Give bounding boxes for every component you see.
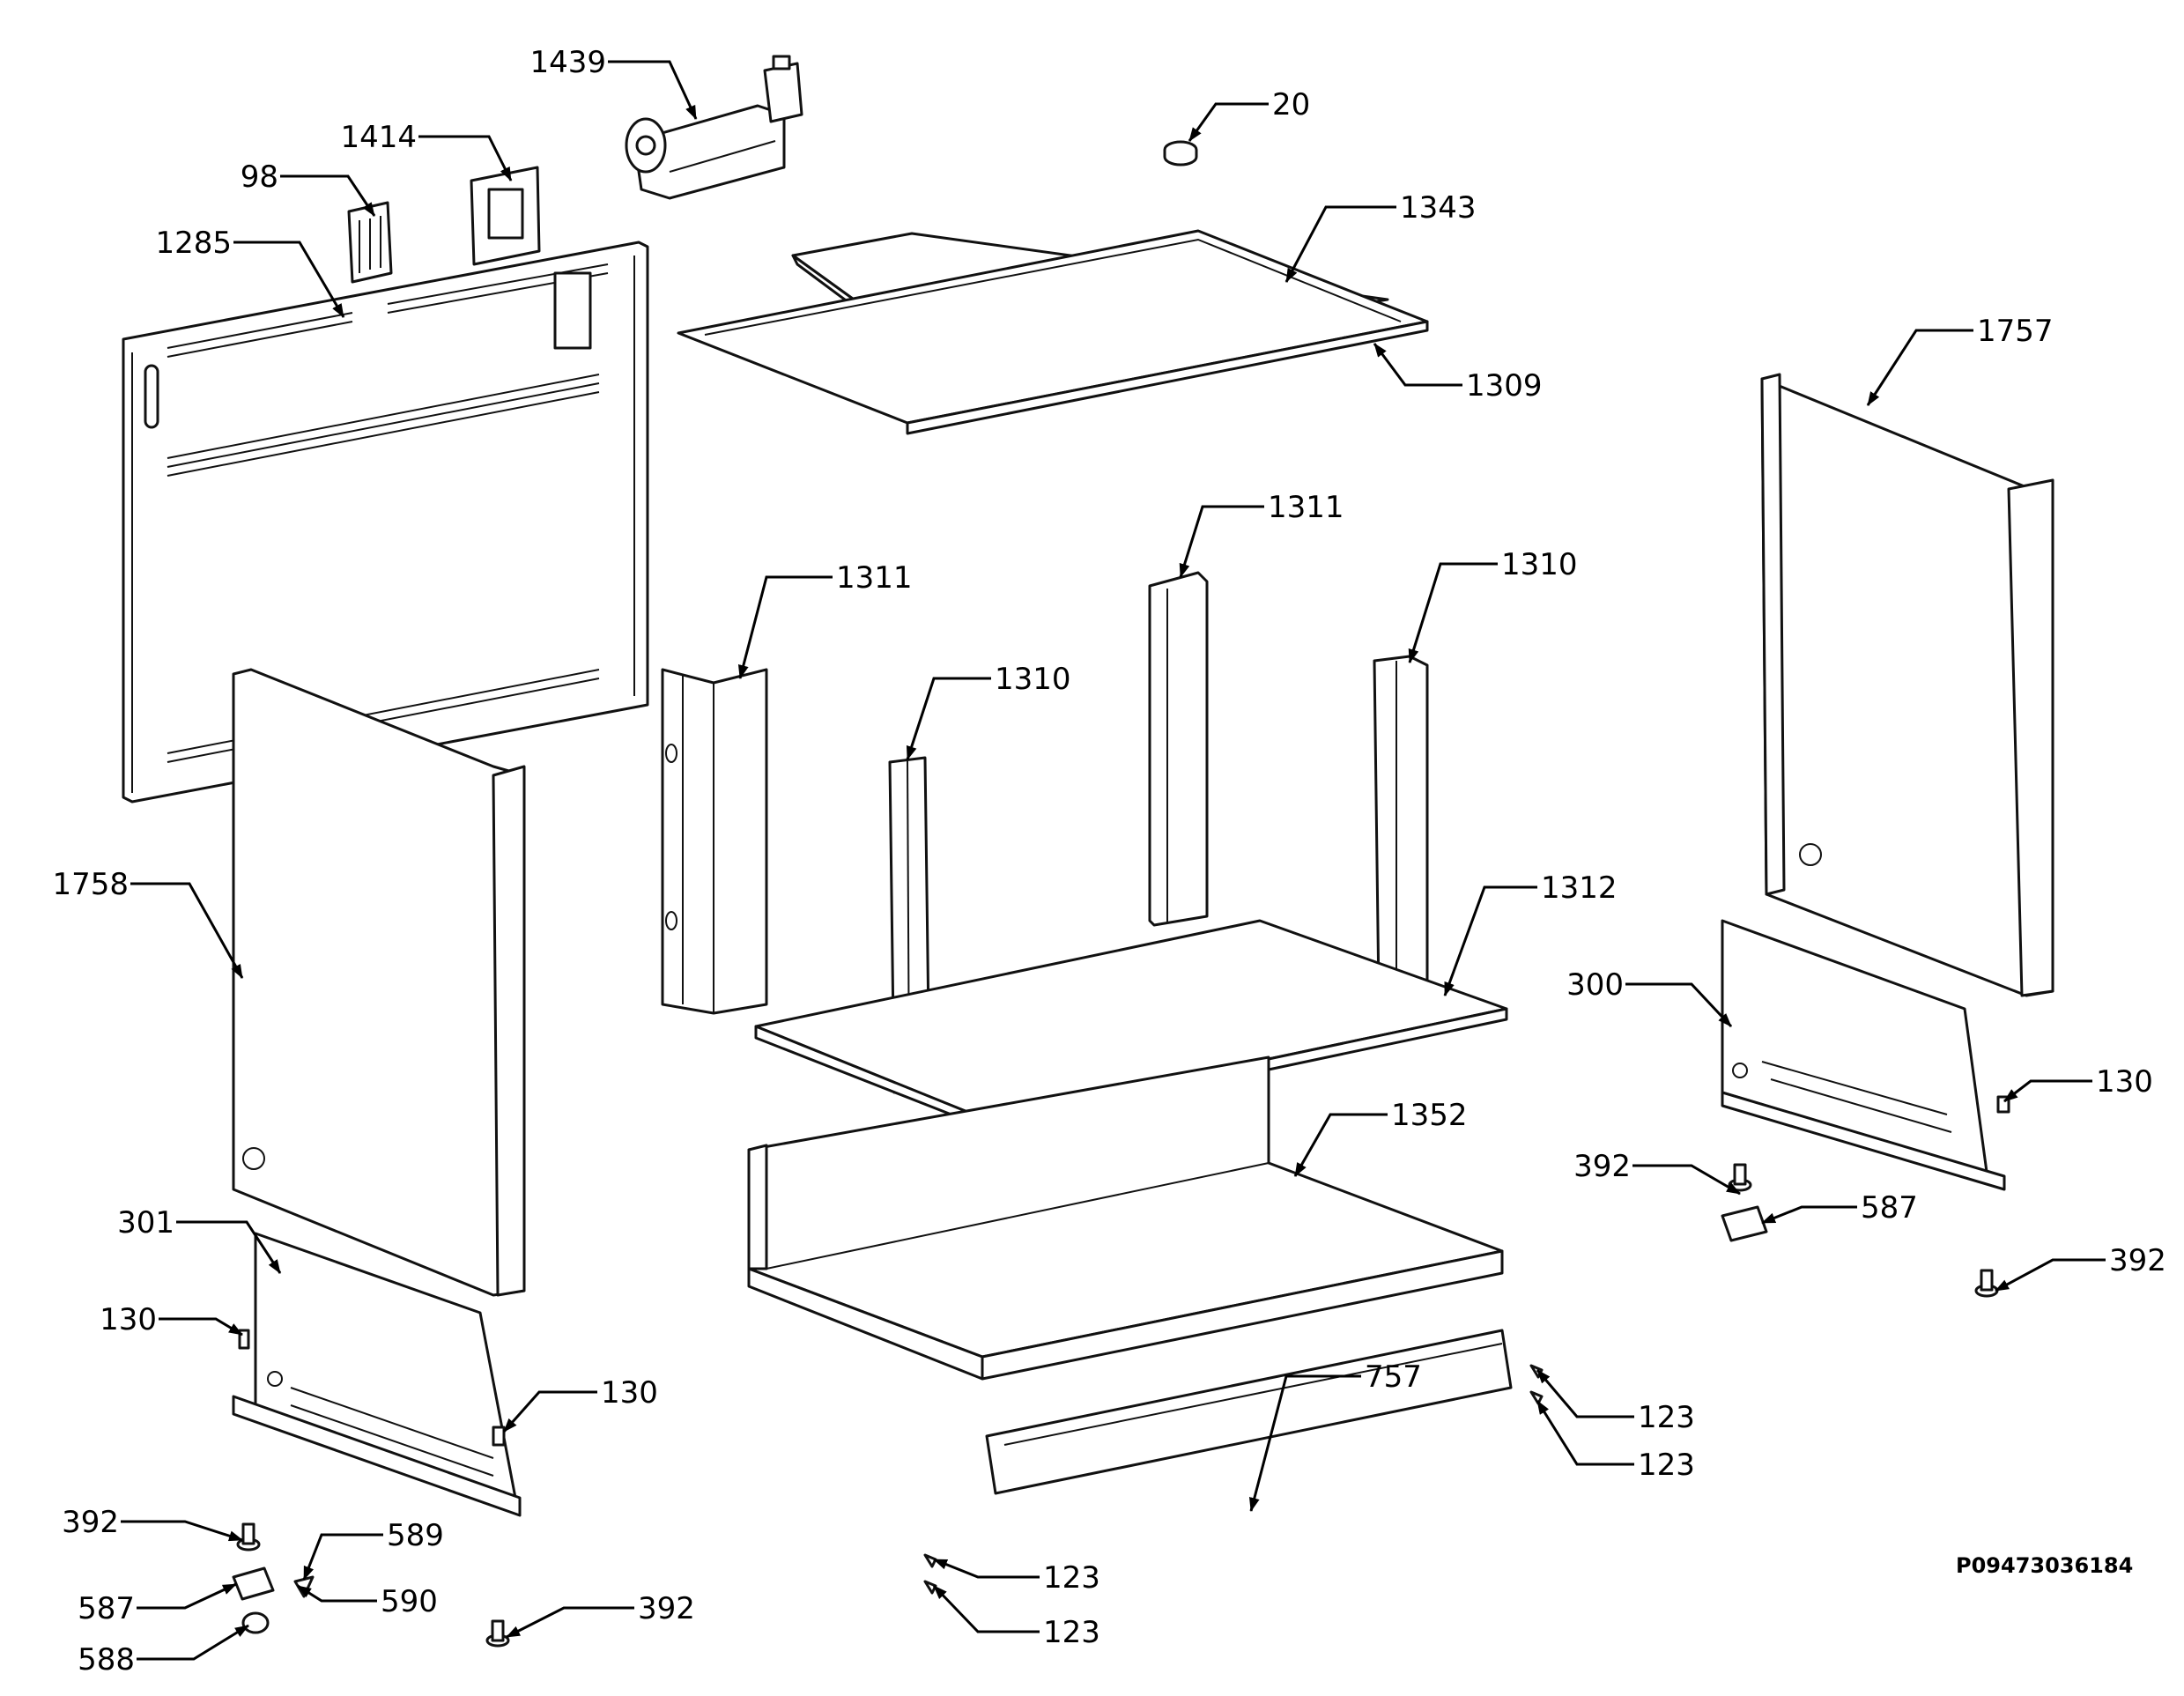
callout-1285: 1285: [155, 226, 232, 261]
part-757-front-strip: [985, 1329, 1513, 1495]
part-1285-back-panel: [122, 241, 649, 804]
callout-1311-left: 1311: [836, 560, 913, 596]
callout-392-left: 392: [62, 1505, 119, 1540]
callout-123-a: 123: [1638, 1400, 1695, 1435]
callout-123-d: 123: [1043, 1615, 1100, 1650]
callout-1310-right: 1310: [1501, 547, 1578, 582]
callout-1439: 1439: [529, 45, 606, 80]
callout-392-bottom: 392: [638, 1591, 695, 1626]
drawing-code: P09473036184: [1956, 1553, 2133, 1578]
part-1439-fan-motor: [625, 55, 803, 200]
callout-20: 20: [1272, 87, 1310, 122]
callout-590: 590: [381, 1584, 438, 1619]
callout-1757: 1757: [1977, 314, 2054, 349]
callout-1311-right: 1311: [1268, 490, 1344, 525]
callout-1343: 1343: [1400, 190, 1477, 226]
part-300-right-kick-plate: [1721, 919, 2006, 1191]
part-1414-plate: [470, 166, 541, 266]
callout-301: 301: [117, 1205, 174, 1241]
callout-589: 589: [387, 1518, 444, 1553]
callout-1758: 1758: [52, 867, 129, 902]
callout-123-c: 123: [1043, 1560, 1100, 1596]
callout-1414: 1414: [340, 120, 417, 155]
part-1757-right-panel: [1760, 373, 2054, 997]
part-301-left-kick-plate: [232, 1232, 522, 1517]
callout-130-right: 130: [2096, 1064, 2153, 1100]
callout-130-left: 130: [100, 1302, 157, 1337]
part-1758-left-panel: [232, 668, 526, 1297]
part-1311-left-post: [661, 668, 768, 1015]
part-1352-bottom-tray: [747, 1055, 1504, 1381]
callout-587-right: 587: [1861, 1190, 1918, 1226]
callout-130-center: 130: [601, 1375, 658, 1411]
callout-392-far-right: 392: [2109, 1243, 2166, 1278]
part-1311-right-post: [1148, 571, 1209, 927]
callout-588: 588: [78, 1642, 135, 1677]
callout-392-mid-right: 392: [1573, 1149, 1631, 1184]
part-hardware-small: [232, 1095, 2010, 1648]
callout-1309: 1309: [1466, 368, 1543, 404]
callout-1352: 1352: [1391, 1098, 1468, 1133]
callout-757: 757: [1365, 1359, 1422, 1395]
part-20-foot: [1163, 140, 1198, 167]
callout-labels: 1439 20 1414 98 1285 1343 1309 1757 1311…: [52, 45, 2165, 1677]
part-1310-right-post: [1373, 655, 1429, 997]
part-1309-top-frame: [677, 229, 1429, 435]
callout-300: 300: [1566, 967, 1624, 1003]
callout-123-b: 123: [1638, 1448, 1695, 1483]
callout-98: 98: [241, 159, 278, 195]
callout-1312: 1312: [1541, 870, 1618, 906]
callout-1310-left: 1310: [995, 662, 1071, 697]
callout-587-left: 587: [78, 1591, 135, 1626]
part-98-bracket: [347, 201, 393, 284]
leader-lines: [121, 60, 2106, 1661]
